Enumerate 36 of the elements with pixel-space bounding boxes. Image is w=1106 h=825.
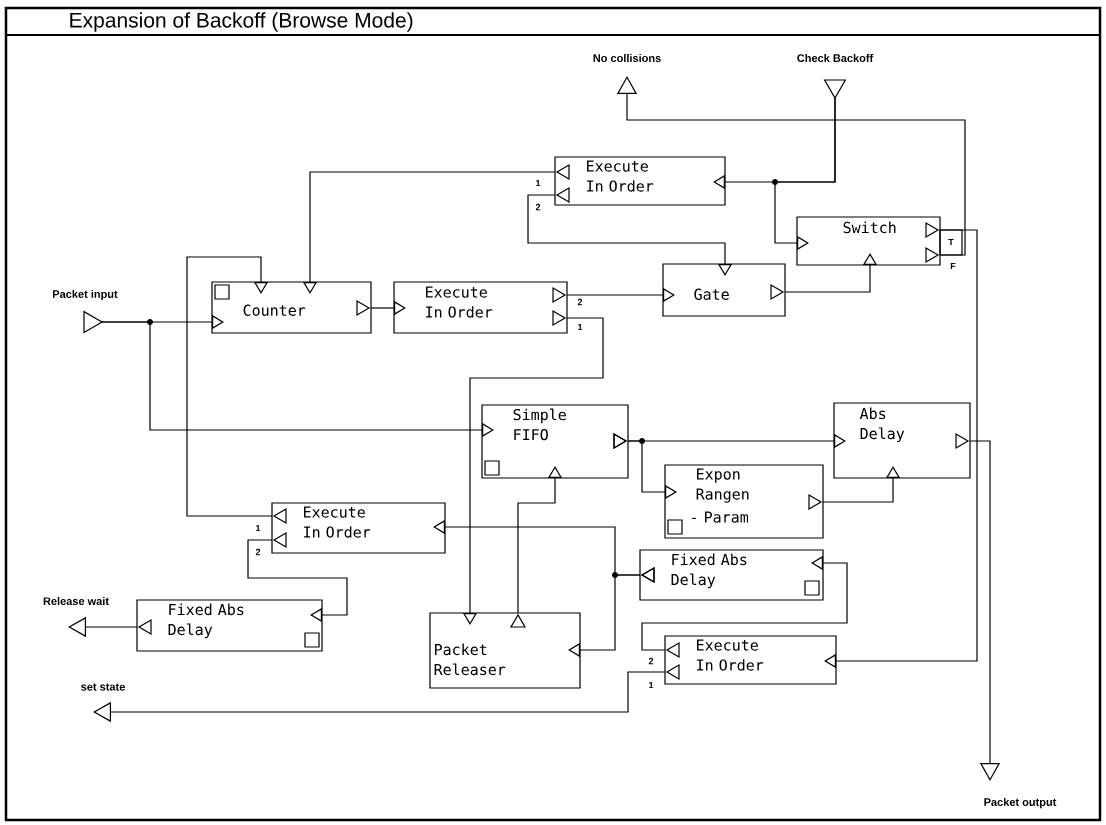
block-box: Packet Releaser: [429, 612, 581, 689]
port-number: 1: [536, 179, 541, 187]
connector: [824, 229, 978, 669]
port-number: 2: [255, 548, 261, 556]
block-box: Expon Rangen - Param: [664, 464, 824, 539]
block-box: Simple FIFO: [481, 404, 629, 479]
block-box: Abs Delay: [833, 402, 971, 479]
block-box: Fixed Abs Delay: [639, 549, 824, 601]
block-box: Execute In Order: [554, 156, 726, 206]
connector: [527, 194, 733, 276]
output-terminal-label: Packet output: [984, 797, 1057, 809]
block-box: Fixed Abs Delay: [136, 599, 323, 652]
block-box: Gate: [662, 263, 786, 317]
port-number: T: [948, 238, 954, 246]
node-label: Packet input: [53, 289, 118, 301]
block-box: Execute In Order: [393, 281, 568, 334]
block-box: Counter: [211, 281, 372, 334]
connector: [616, 76, 966, 256]
port-number: 1: [256, 524, 261, 532]
block-box: Execute In Order: [271, 502, 446, 554]
output-terminal-label: Release wait: [43, 596, 109, 606]
port-number: 2: [535, 203, 541, 211]
port-number: 2: [648, 657, 654, 665]
connector: [186, 256, 273, 517]
node-label: Check Backoff: [797, 53, 874, 63]
connector: [93, 671, 666, 723]
output-terminal-label: set state: [81, 683, 125, 691]
block-box: Execute In Order: [664, 635, 837, 685]
port-number: 1: [649, 681, 654, 689]
output-terminal-label: No collisions: [593, 53, 661, 63]
port-number: 1: [578, 323, 583, 331]
connector: [969, 440, 1001, 781]
port-number: 2: [577, 298, 583, 306]
title: Expansion of Backoff (Browse Mode): [70, 12, 413, 32]
connector: [247, 539, 348, 623]
port-number: F: [950, 262, 956, 270]
